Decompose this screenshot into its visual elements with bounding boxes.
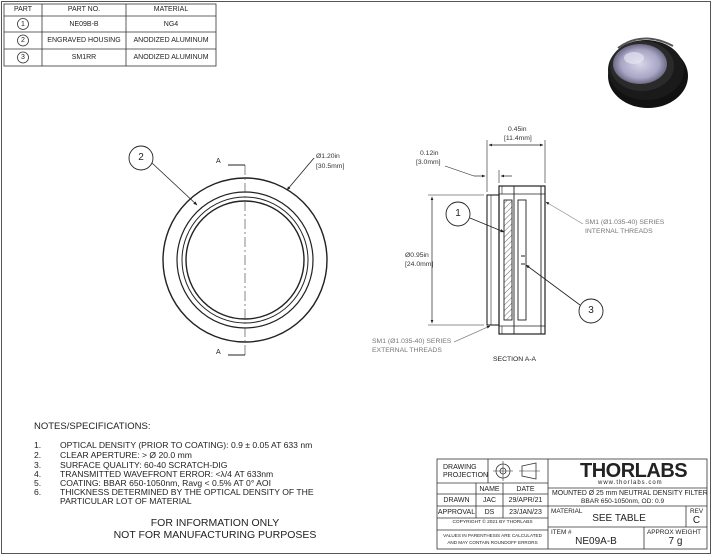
projection-label-2: PROJECTION [443,472,489,479]
section-thread-mm: [3.0mm] [416,159,441,166]
section-height-in: Ø0.95in [405,252,429,259]
section-height-mm: [24.0mm] [405,261,434,268]
values-note-line-1: VALUES IN PARENTHESIS ARE CALCULATED [443,533,542,538]
bom-part-balloons [17,18,29,64]
bom-row-1-part: 1 [21,20,25,28]
section-thread-in: 0.12in [420,150,439,157]
balloon-2-label: 2 [138,152,144,163]
copyright-text: COPYRIGHT © 2021 BY THORLABS [452,520,533,525]
note-1-number: 1. [34,440,42,450]
bom-row-3-material: ANODIZED ALUMINUM [133,54,209,61]
material-value: SEE TABLE [592,513,646,524]
col-date-header: DATE [516,486,535,493]
weight-value: 7 g [668,536,683,547]
thorlabs-logo: THORLABS [580,460,688,482]
section-width-in: 0.45in [508,126,527,133]
bom-row-2-material: ANODIZED ALUMINUM [133,37,209,44]
section-view [428,140,604,343]
balloon-3-label: 3 [588,305,594,316]
front-diameter-mm: [30.5mm] [316,163,345,170]
approval-name: DS [484,509,495,516]
drawn-name: JAC [482,497,497,504]
note-6-continuation: PARTICULAR LOT OF MATERIAL [60,496,192,506]
item-label: ITEM # [551,529,572,536]
projection-label-1: DRAWING [443,464,477,471]
disclaimer-line-1: FOR INFORMATION ONLY [150,517,280,529]
disclaimer-line-2: NOT FOR MANUFACTURING PURPOSES [113,529,317,541]
bom-table-grid [3,3,217,67]
note-5-number: 5. [34,478,42,488]
bom-row-2-part-no: ENGRAVED HOUSING [47,37,121,44]
approval-date: 23/JAN/23 [509,509,542,516]
drawn-label: DRAWN [443,497,470,504]
bom-row-1-material: NG4 [163,20,179,28]
internal-thread-label-2: INTERNAL THREADS [585,228,653,235]
note-2-text: CLEAR APERTURE: > Ø 20.0 mm [60,450,192,460]
bom-row-3-part: 3 [21,54,25,61]
drawn-date: 29/APR/21 [508,497,543,504]
values-note-line-2: AND MAY CONTAIN ROUNDOFF ERRORS [447,540,538,545]
note-4-text: TRANSMITTED WAVEFRONT ERROR: <λ/4 AT 633… [60,469,274,479]
note-5-text: COATING: BBAR 650-1050nm, Ravg < 0.5% AT… [60,478,271,488]
weight-label: APPROX WEIGHT [647,529,701,536]
note-2-number: 2. [34,450,42,460]
bom-row-1-part-no: NE09B-B [69,20,99,28]
front-diameter-in: Ø1.20in [316,153,340,160]
title-block-grid [436,458,708,550]
projection-symbol [493,461,540,481]
section-letter-top: A [216,158,221,165]
rev-label: REV [690,508,704,515]
external-thread-label-2: EXTERNAL THREADS [372,347,442,354]
note-6-text: THICKNESS DETERMINED BY THE OPTICAL DENS… [60,487,314,497]
note-3-text: SURFACE QUALITY: 60-40 SCRATCH-DIG [60,460,228,470]
section-letter-bottom: A [216,349,221,356]
bom-header-part: PART [13,6,33,13]
description-line-2: BBAR 650-1050nm, OD: 0.9 [581,498,665,505]
bom-row-2-part: 2 [21,37,25,44]
material-label: MATERIAL [551,508,583,515]
rev-value: C [692,515,701,526]
approval-label: APPROVAL [437,509,476,516]
col-name-header: NAME [479,486,500,493]
product-photo [608,37,688,108]
bom-header-material: MATERIAL [153,6,189,13]
front-view [128,145,328,356]
section-title: SECTION A-A [493,356,537,363]
note-1-text: OPTICAL DENSITY (PRIOR TO COATING): 0.9 … [60,440,313,450]
note-3-number: 3. [34,460,42,470]
note-6-number: 6. [34,487,42,497]
description-line-1: MOUNTED Ø 25 mm NEUTRAL DENSITY FILTER [552,490,708,497]
section-width-mm: [11.4mm] [504,135,532,142]
internal-thread-label-1: SM1 (Ø1.035-40) SERIES [585,219,665,226]
bom-header-part-no: PART NO. [67,6,101,13]
item-value: NE09A-B [575,536,617,547]
note-4-number: 4. [34,469,42,479]
balloon-1-label: 1 [455,208,461,219]
external-thread-label-1: SM1 (Ø1.035-40) SERIES [372,338,452,345]
notes-title: NOTES/SPECIFICATIONS: [34,421,151,432]
thorlabs-website: www.thorlabs.com [598,480,663,486]
bom-row-3-part-no: SM1RR [71,54,97,61]
